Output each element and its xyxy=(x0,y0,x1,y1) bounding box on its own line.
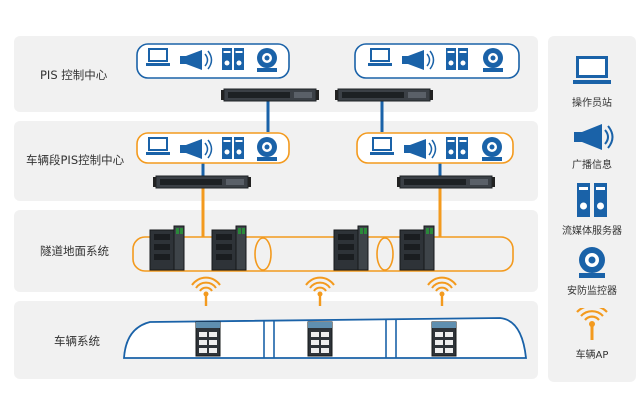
camera-icon xyxy=(257,137,277,161)
legend-label-megaphone: 广播信息 xyxy=(572,160,612,171)
train-switch-2 xyxy=(307,321,333,357)
camera-icon xyxy=(482,137,502,161)
pis-group-left xyxy=(136,43,290,79)
workstation-icon xyxy=(370,137,394,155)
legend-item-media-server xyxy=(548,182,636,222)
depot-group-left xyxy=(136,132,290,164)
legend-item-ap xyxy=(548,304,636,346)
train-switch-3 xyxy=(431,321,457,357)
layer-label-pis-center: PIS 控制中心 xyxy=(40,68,108,82)
legend-item-megaphone xyxy=(548,122,636,156)
layer-label-depot-center: 车辆段PIS控制中心 xyxy=(26,153,125,167)
workstation-icon xyxy=(573,56,611,84)
wireless-ap-icon xyxy=(191,276,221,307)
tunnel-switch-4 xyxy=(399,225,435,271)
layer-label-tunnel: 隧道地面系统 xyxy=(40,244,109,258)
layer-label-vehicle: 车辆系统 xyxy=(54,334,100,348)
wireless-ap-icon xyxy=(576,304,608,340)
workstation-icon xyxy=(368,48,392,66)
legend-item-workstation xyxy=(548,54,636,90)
layer-band-tunnel xyxy=(14,210,538,292)
camera-icon xyxy=(257,48,277,72)
tunnel-switch-3 xyxy=(333,225,369,271)
legend-label-workstation: 操作员站 xyxy=(572,98,612,109)
tunnel-switch-2 xyxy=(211,225,247,271)
tunnel-switch-1 xyxy=(149,225,185,271)
media-server-icon xyxy=(577,183,607,217)
depot-switch-right xyxy=(396,175,496,189)
pis-group-right xyxy=(354,43,520,79)
legend-item-camera xyxy=(548,246,636,284)
core-switch-left xyxy=(220,88,320,102)
wireless-ap-icon xyxy=(305,276,335,307)
wireless-ap-icon xyxy=(427,276,457,307)
depot-switch-left xyxy=(152,175,252,189)
legend-panel: 操作员站 广播信息 流媒体服务器 安防监控器 xyxy=(548,36,636,382)
workstation-icon xyxy=(146,137,170,155)
tunnel-ring-link-1 xyxy=(254,237,272,271)
tunnel-ring-link-2 xyxy=(376,237,394,271)
legend-label-ap: 车辆AP xyxy=(575,350,609,361)
core-switch-right xyxy=(334,88,434,102)
megaphone-icon xyxy=(574,124,614,150)
legend-label-media-server: 流媒体服务器 xyxy=(562,226,622,237)
camera-icon xyxy=(483,48,503,72)
workstation-icon xyxy=(146,48,170,66)
legend-label-camera: 安防监控器 xyxy=(567,286,617,297)
camera-icon xyxy=(579,247,605,278)
tunnel-ring xyxy=(132,236,514,272)
train-switch-1 xyxy=(195,321,221,357)
